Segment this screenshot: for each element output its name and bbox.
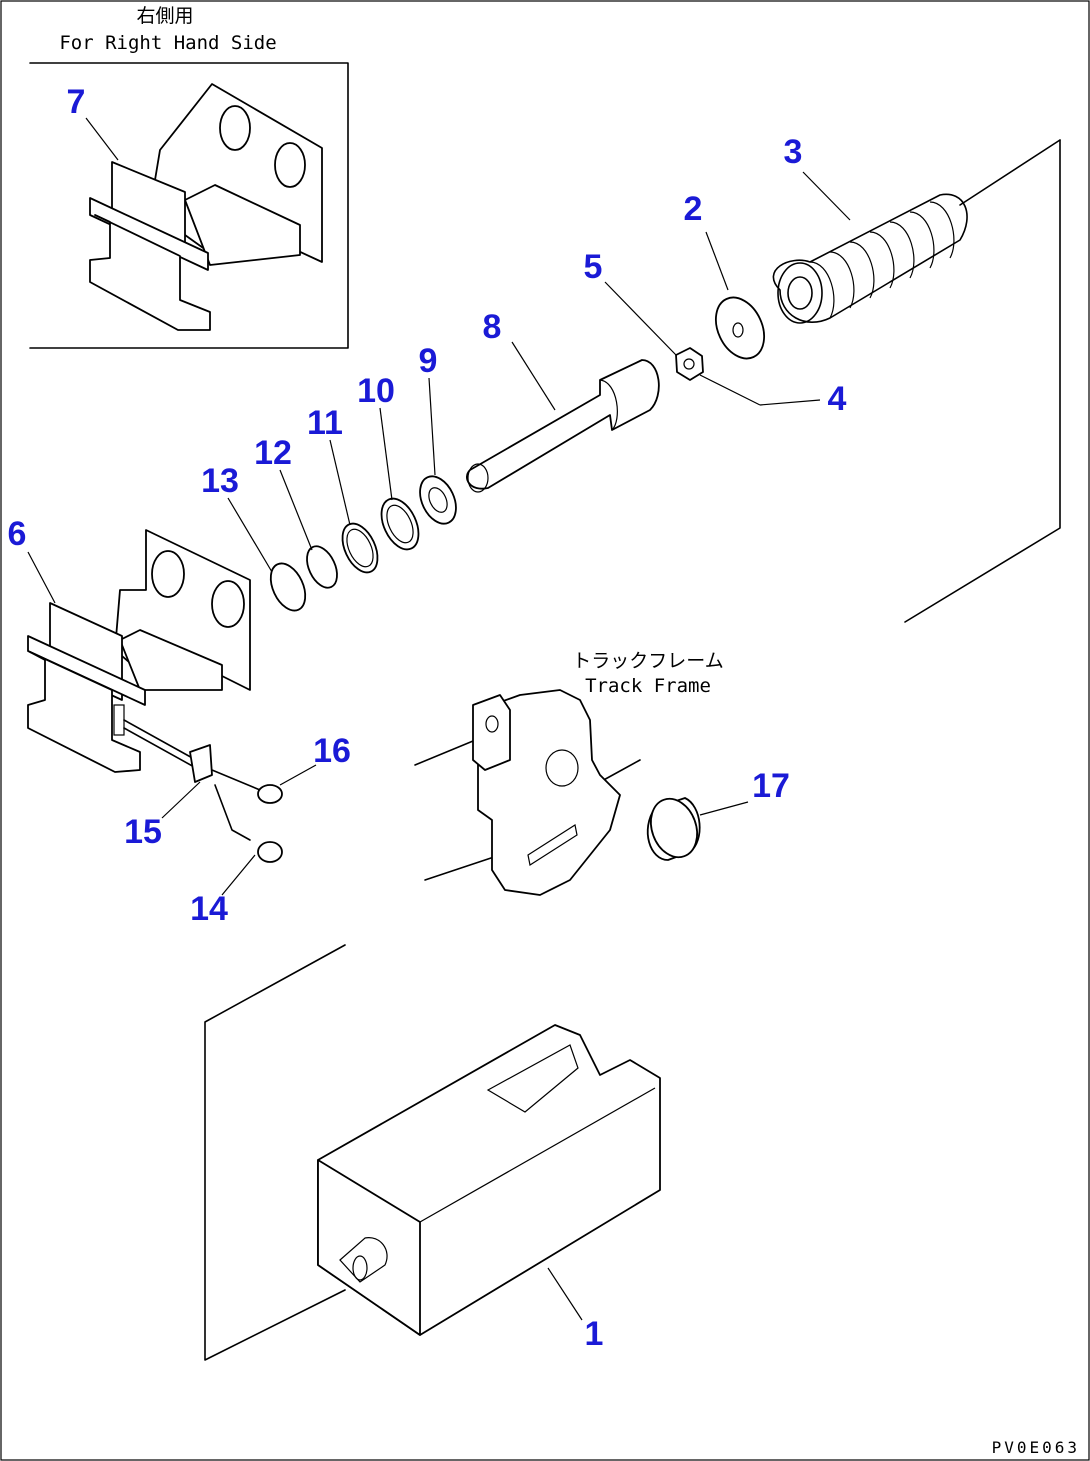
callout-labels: 1 2 3 4 5 6 7 8 9 10 11 12 13 14 15 16 1…: [8, 83, 847, 1353]
washer-part: [715, 296, 765, 360]
backup-ring-part: [341, 522, 379, 574]
track-frame-plate: [414, 689, 641, 896]
bushing-part: [419, 475, 457, 525]
callout-4: 4: [828, 380, 847, 418]
callout-9: 9: [419, 342, 438, 380]
bracket-part: [27, 529, 251, 773]
callout-2: 2: [684, 190, 703, 228]
callout-6: 6: [8, 515, 27, 553]
cylinder-housing-part: [317, 1024, 661, 1336]
inset-title-en: For Right Hand Side: [59, 32, 276, 54]
callout-14: 14: [190, 890, 228, 928]
callout-1: 1: [585, 1315, 604, 1353]
plate-outline: [204, 944, 346, 1361]
callout-7: 7: [67, 83, 86, 121]
rod-part: [466, 359, 660, 493]
inset-right-hand-side: [29, 62, 349, 349]
seal-part: [269, 562, 307, 612]
callout-13: 13: [201, 462, 239, 500]
seal-ring-part: [380, 497, 420, 551]
callout-3: 3: [784, 133, 803, 171]
callout-10: 10: [357, 372, 395, 410]
drawing-code: PV0E063: [992, 1438, 1080, 1457]
frame-line-right: [904, 139, 1061, 623]
callout-12: 12: [254, 434, 292, 472]
callout-5: 5: [584, 248, 603, 286]
inset-title-jp: 右側用: [136, 5, 193, 27]
callout-15: 15: [124, 813, 162, 851]
callout-17: 17: [752, 767, 790, 805]
grease-fitting-assembly: [123, 719, 283, 863]
callout-16: 16: [313, 732, 351, 770]
spring-part: [772, 193, 968, 324]
callout-8: 8: [483, 308, 502, 346]
cotter-pin-part: [699, 374, 761, 406]
callout-11: 11: [307, 404, 343, 442]
nut-part: [675, 347, 704, 381]
leader-lines: [27, 117, 851, 1321]
frame-label-en: Track Frame: [585, 675, 711, 697]
plug-part: [646, 797, 701, 861]
frame-label-jp: トラックフレーム: [572, 650, 723, 672]
frame-line-upper: [959, 139, 1061, 206]
o-ring-part: [306, 545, 338, 589]
